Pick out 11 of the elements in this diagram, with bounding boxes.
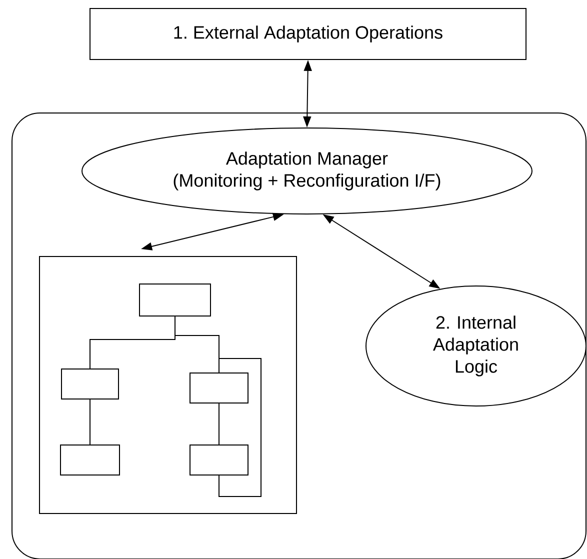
container-box: [12, 112, 586, 559]
connector-line: [218, 358, 262, 497]
connector-line: [218, 403, 220, 445]
connector-line: [174, 316, 220, 373]
tree-box: [60, 444, 120, 476]
component-box: [39, 256, 297, 514]
tree-box: [61, 368, 119, 400]
process-box: 1. External Adaptation Operations: [90, 8, 526, 60]
tree-box: [190, 444, 248, 476]
tree-box: [190, 372, 248, 404]
tree-box: [139, 284, 211, 316]
